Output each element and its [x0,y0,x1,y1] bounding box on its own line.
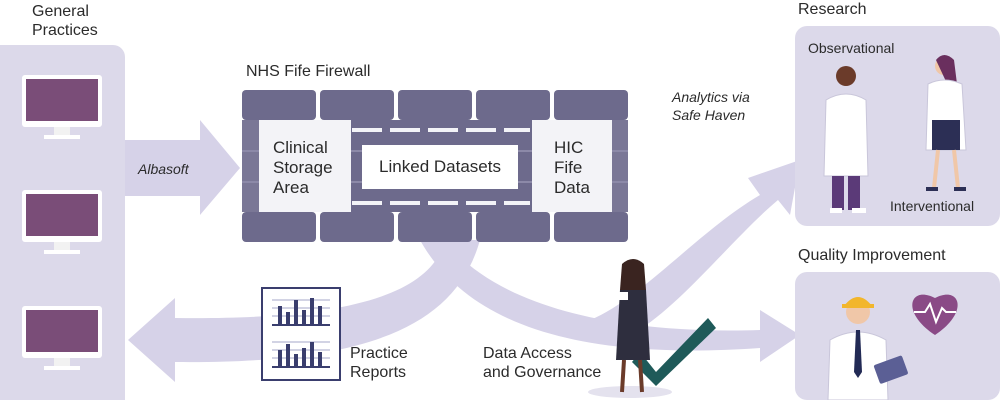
hic-fife-box: HIC Fife Data [532,120,612,212]
hic-fife-line1: HIC [554,138,584,157]
research-title: Research [798,1,867,18]
practice-reports-label: Practice Reports [350,344,408,382]
quality-title: Quality Improvement [798,247,946,264]
practice-reports-line1: Practice [350,345,408,362]
monitor-icon [22,190,102,254]
governance-label: Data Access and Governance [483,344,601,382]
albasoft-arrow [124,120,240,215]
hic-fife-line3: Data [554,178,590,197]
analytics-line2: Safe Haven [672,107,746,123]
analytics-label: Analytics via Safe Haven [672,88,750,124]
clinical-storage-line3: Area [273,178,309,197]
general-practices-label: General Practices [32,2,142,40]
governance-line1: Data Access [483,345,572,362]
hic-fife-line2: Fife [554,158,583,177]
general-practices-line2: Practices [32,22,98,39]
governance-person-icon [614,259,650,393]
linked-datasets-label: Linked Datasets [379,157,501,176]
monitor-icon [22,306,102,370]
heart-rate-icon [912,294,958,335]
analytics-line1: Analytics via [672,89,750,105]
researcher-male-icon [823,66,869,213]
linked-datasets-box: Linked Datasets [362,145,518,189]
firewall-title: NHS Fife Firewall [246,63,371,80]
interventional-label: Interventional [890,198,975,214]
monitor-icon [22,75,102,139]
albasoft-label: Albasoft [138,161,189,177]
practice-reports-line2: Reports [350,364,407,381]
clinical-storage-line1: Clinical [273,138,328,157]
practice-reports-arrow [128,240,480,382]
general-practices-line1: General [32,3,89,20]
observational-label: Observational [808,40,895,56]
clinical-storage-box: Clinical Storage Area [259,120,351,212]
worker-icon [827,297,908,400]
governance-line2: and Governance [483,364,602,381]
checkmark-icon [632,318,716,386]
researcher-female-icon [925,55,967,191]
clinical-storage-line2: Storage [273,158,333,177]
